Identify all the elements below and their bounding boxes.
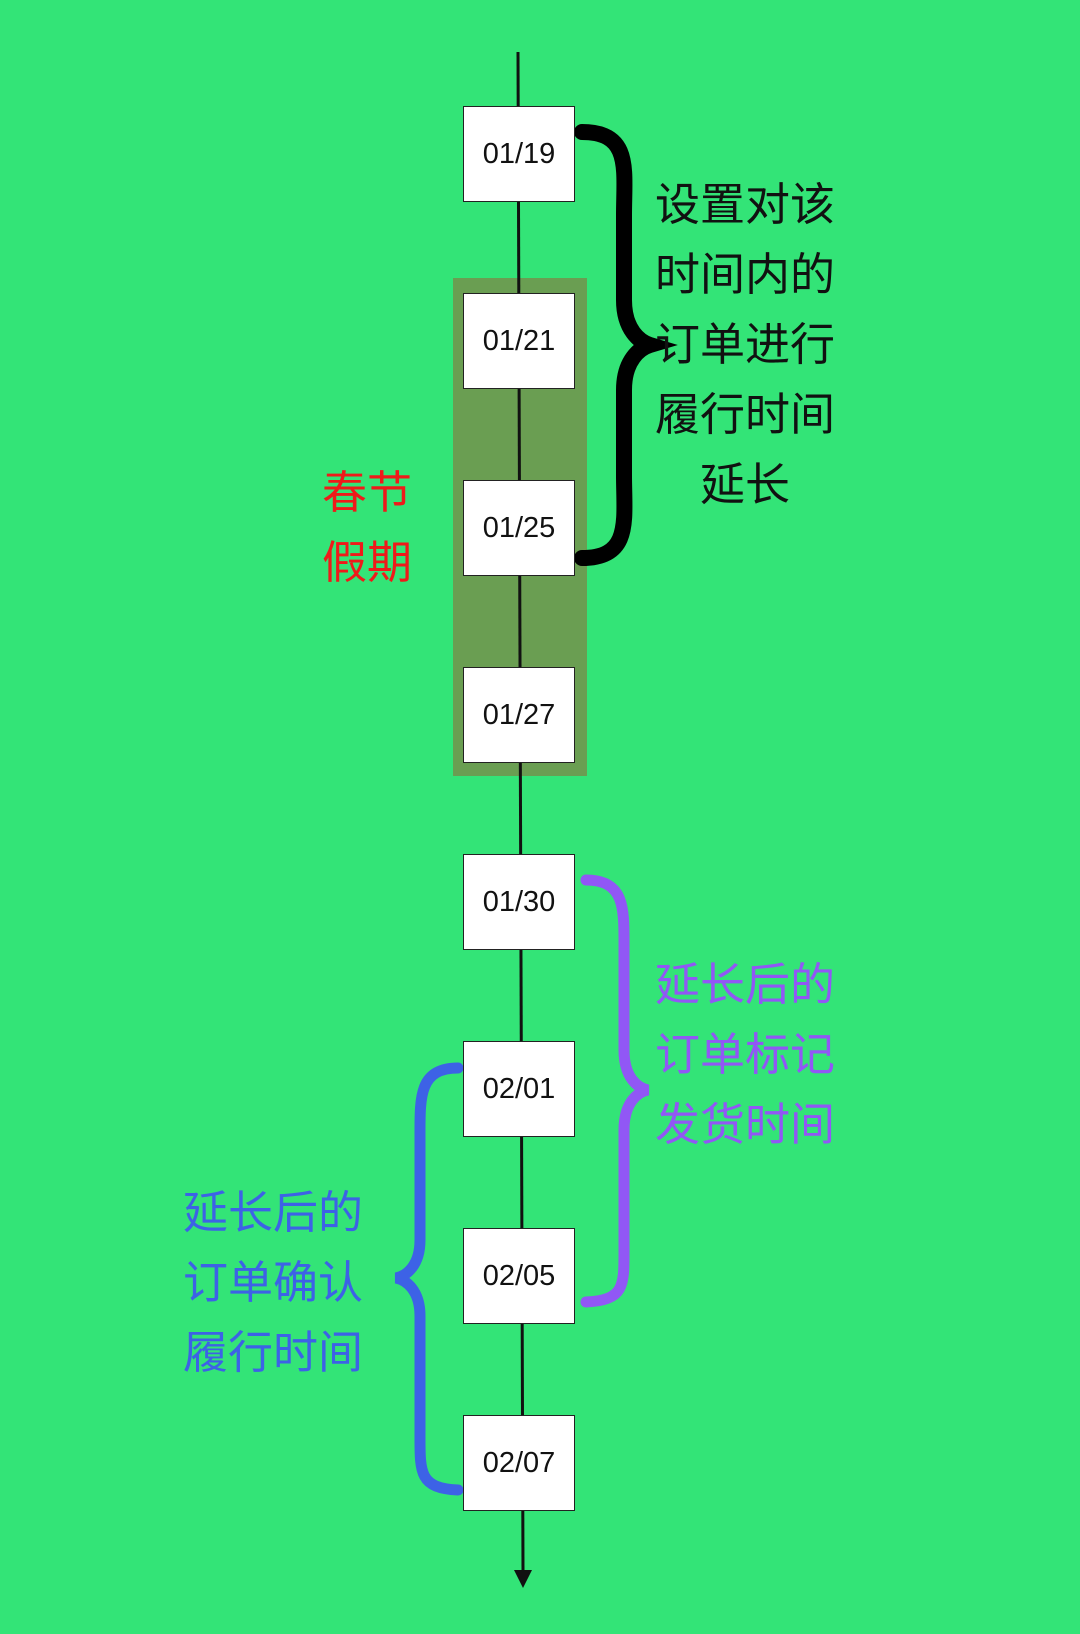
date-box: 02/05 xyxy=(463,1228,575,1324)
holiday-label: 春节 假期 xyxy=(322,466,413,589)
date-box: 01/25 xyxy=(463,480,575,576)
extended-confirm-time-label: 延长后的 订单确认 履行时间 xyxy=(182,1186,363,1379)
brace-extend-period xyxy=(574,124,678,566)
timeline-arrowhead xyxy=(514,1570,532,1588)
date-box: 01/19 xyxy=(463,106,575,202)
brace-extended-confirm-time xyxy=(394,1062,464,1496)
brace-extended-ship-time xyxy=(580,874,650,1308)
extend-period-label: 设置对该 时间内的 订单进行 履行时间 延长 xyxy=(654,178,835,511)
date-box: 01/27 xyxy=(463,667,575,763)
date-box: 01/21 xyxy=(463,293,575,389)
extended-ship-time-label: 延长后的 订单标记 发货时间 xyxy=(654,958,835,1151)
date-box: 01/30 xyxy=(463,854,575,950)
date-box: 02/07 xyxy=(463,1415,575,1511)
date-box: 02/01 xyxy=(463,1041,575,1137)
